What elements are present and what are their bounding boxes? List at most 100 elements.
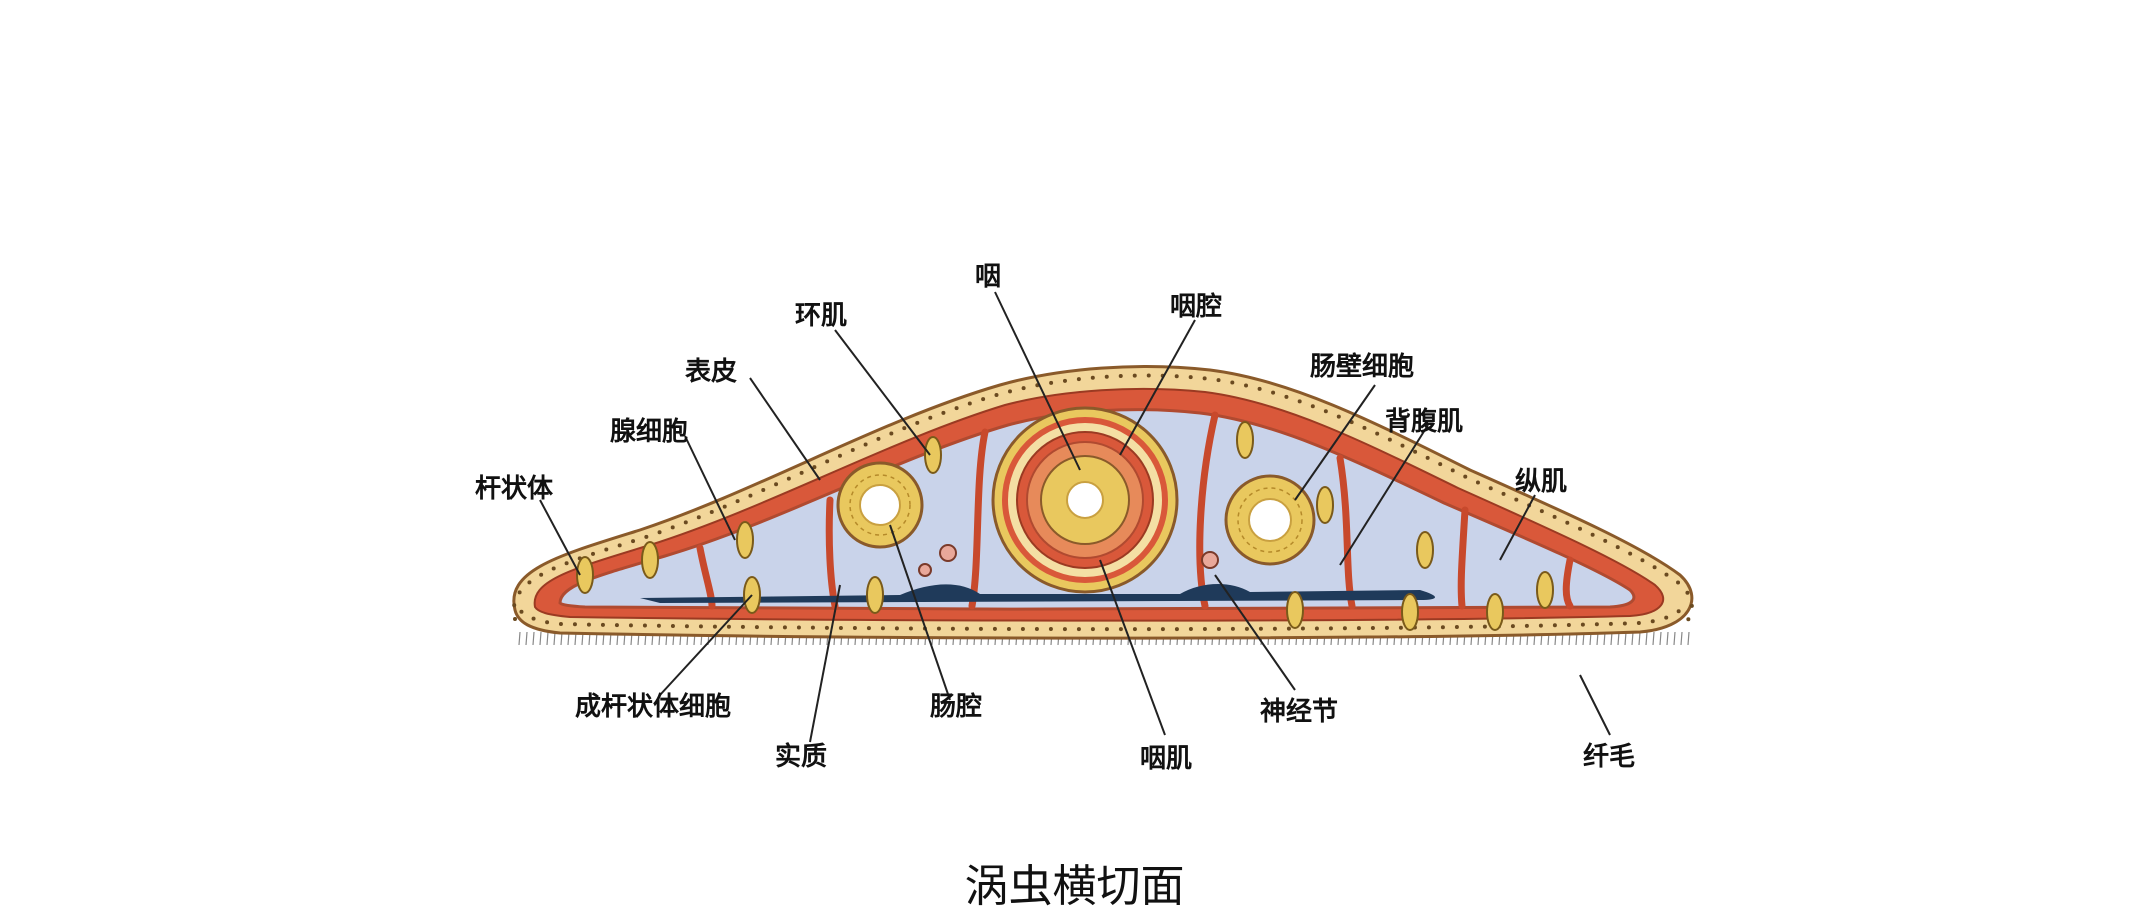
- cell-nucleus: [1577, 526, 1582, 531]
- cell-nucleus: [1650, 619, 1655, 624]
- label-longitudinal-muscle: 纵肌: [1515, 467, 1567, 497]
- cell-nucleus: [1049, 380, 1054, 385]
- cell-nucleus: [1603, 538, 1608, 543]
- cell-nucleus: [810, 625, 815, 630]
- cell-nucleus: [1104, 374, 1109, 379]
- cell-nucleus: [1426, 625, 1431, 630]
- cell-nucleus: [838, 625, 843, 630]
- cell-nucleus: [726, 624, 731, 629]
- cell-nucleus: [512, 603, 517, 608]
- gut-section-left: [836, 461, 924, 549]
- cell-nucleus: [1685, 590, 1690, 595]
- cell-nucleus: [1174, 627, 1179, 632]
- cell-nucleus: [1314, 626, 1319, 631]
- label-intestinal-cavity: 肠腔: [930, 692, 982, 722]
- cell-nucleus: [709, 510, 714, 515]
- cell-nucleus: [722, 504, 727, 509]
- cell-nucleus: [1676, 609, 1681, 614]
- cell-nucleus: [981, 397, 986, 402]
- cell-nucleus: [1230, 380, 1235, 385]
- cell-nucleus: [850, 448, 855, 453]
- cell-nucleus: [825, 459, 830, 464]
- cilium: [1680, 631, 1683, 646]
- cell-nucleus: [1615, 545, 1620, 550]
- cell-nucleus: [696, 515, 701, 520]
- cell-nucleus: [1258, 626, 1263, 631]
- cell-nucleus: [812, 465, 817, 470]
- cell-nucleus: [1118, 627, 1123, 632]
- cell-nucleus: [992, 626, 997, 631]
- cell-nucleus: [551, 566, 556, 571]
- cell-nucleus: [915, 420, 920, 425]
- label-gland-cell: 腺细胞: [609, 416, 688, 447]
- cell-nucleus: [1090, 627, 1095, 632]
- cell-nucleus: [761, 487, 766, 492]
- cell-nucleus: [1244, 383, 1249, 388]
- cell-nucleus: [994, 393, 999, 398]
- label-rhabdite-forming-cell: 成杆状体细胞: [575, 691, 731, 722]
- cilium: [1673, 631, 1676, 646]
- cilium: [532, 631, 535, 646]
- cell-nucleus: [1664, 572, 1669, 577]
- cell-nucleus: [735, 499, 740, 504]
- cell-nucleus: [670, 623, 675, 628]
- cell-nucleus: [1468, 624, 1473, 629]
- cell-nucleus: [1188, 627, 1193, 632]
- cell-nucleus: [1552, 514, 1557, 519]
- cell-nucleus: [670, 525, 675, 530]
- cell-nucleus: [748, 493, 753, 498]
- cell-nucleus: [1006, 626, 1011, 631]
- cell-nucleus: [837, 453, 842, 458]
- cell-nucleus: [1062, 627, 1067, 632]
- cell-nucleus: [1146, 373, 1151, 378]
- cell-nucleus: [824, 625, 829, 630]
- cell-nucleus: [799, 470, 804, 475]
- cell-nucleus: [782, 625, 787, 630]
- cell-nucleus: [1362, 425, 1367, 430]
- cell-nucleus: [1202, 627, 1207, 632]
- cell-nucleus: [1440, 625, 1445, 630]
- cell-nucleus: [1514, 497, 1519, 502]
- cell-nucleus: [614, 623, 619, 628]
- label-intestinal-wall-cell: 肠壁细胞: [1310, 351, 1414, 382]
- cell-nucleus: [572, 622, 577, 627]
- cell-nucleus: [1104, 627, 1109, 632]
- cell-nucleus: [1676, 580, 1681, 585]
- cell-nucleus: [657, 530, 662, 535]
- cell-nucleus: [631, 539, 636, 544]
- cell-nucleus: [527, 580, 532, 585]
- cell-nucleus: [786, 476, 791, 481]
- cilium: [546, 631, 549, 646]
- cell-nucleus: [1020, 626, 1025, 631]
- cell-nucleus: [1146, 627, 1151, 632]
- cell-nucleus: [1132, 627, 1137, 632]
- cilium: [1631, 631, 1634, 646]
- cell-nucleus: [866, 626, 871, 631]
- small-ducts: [918, 544, 1219, 577]
- labels: 咽 环肌 咽腔 表皮 肠壁细胞 背腹肌 腺细胞 纵肌 杆状体 成杆状体细胞 肠腔…: [475, 262, 1635, 774]
- cell-nucleus: [1640, 558, 1645, 563]
- cell-nucleus: [908, 626, 913, 631]
- cell-nucleus: [941, 410, 946, 415]
- label-epidermis: 表皮: [685, 357, 737, 387]
- cell-nucleus: [1271, 390, 1276, 395]
- cell-nucleus: [936, 626, 941, 631]
- cell-nucleus: [684, 624, 689, 629]
- cell-nucleus: [1118, 374, 1123, 379]
- cell-nucleus: [1488, 486, 1493, 491]
- cell-nucleus: [1454, 625, 1459, 630]
- cell-nucleus: [964, 626, 969, 631]
- label-cilia: 纤毛: [1583, 742, 1635, 772]
- cell-nucleus: [1425, 455, 1430, 460]
- cell-nucleus: [889, 431, 894, 436]
- cilium: [1687, 631, 1690, 646]
- cell-nucleus: [712, 624, 717, 629]
- cell-nucleus: [863, 442, 868, 447]
- cell-nucleus: [1387, 437, 1392, 442]
- cell-nucleus: [517, 590, 522, 595]
- cell-nucleus: [586, 622, 591, 627]
- label-pharyngeal-muscle: 咽肌: [1140, 744, 1192, 774]
- cell-nucleus: [1664, 615, 1669, 620]
- cell-nucleus: [1552, 623, 1557, 628]
